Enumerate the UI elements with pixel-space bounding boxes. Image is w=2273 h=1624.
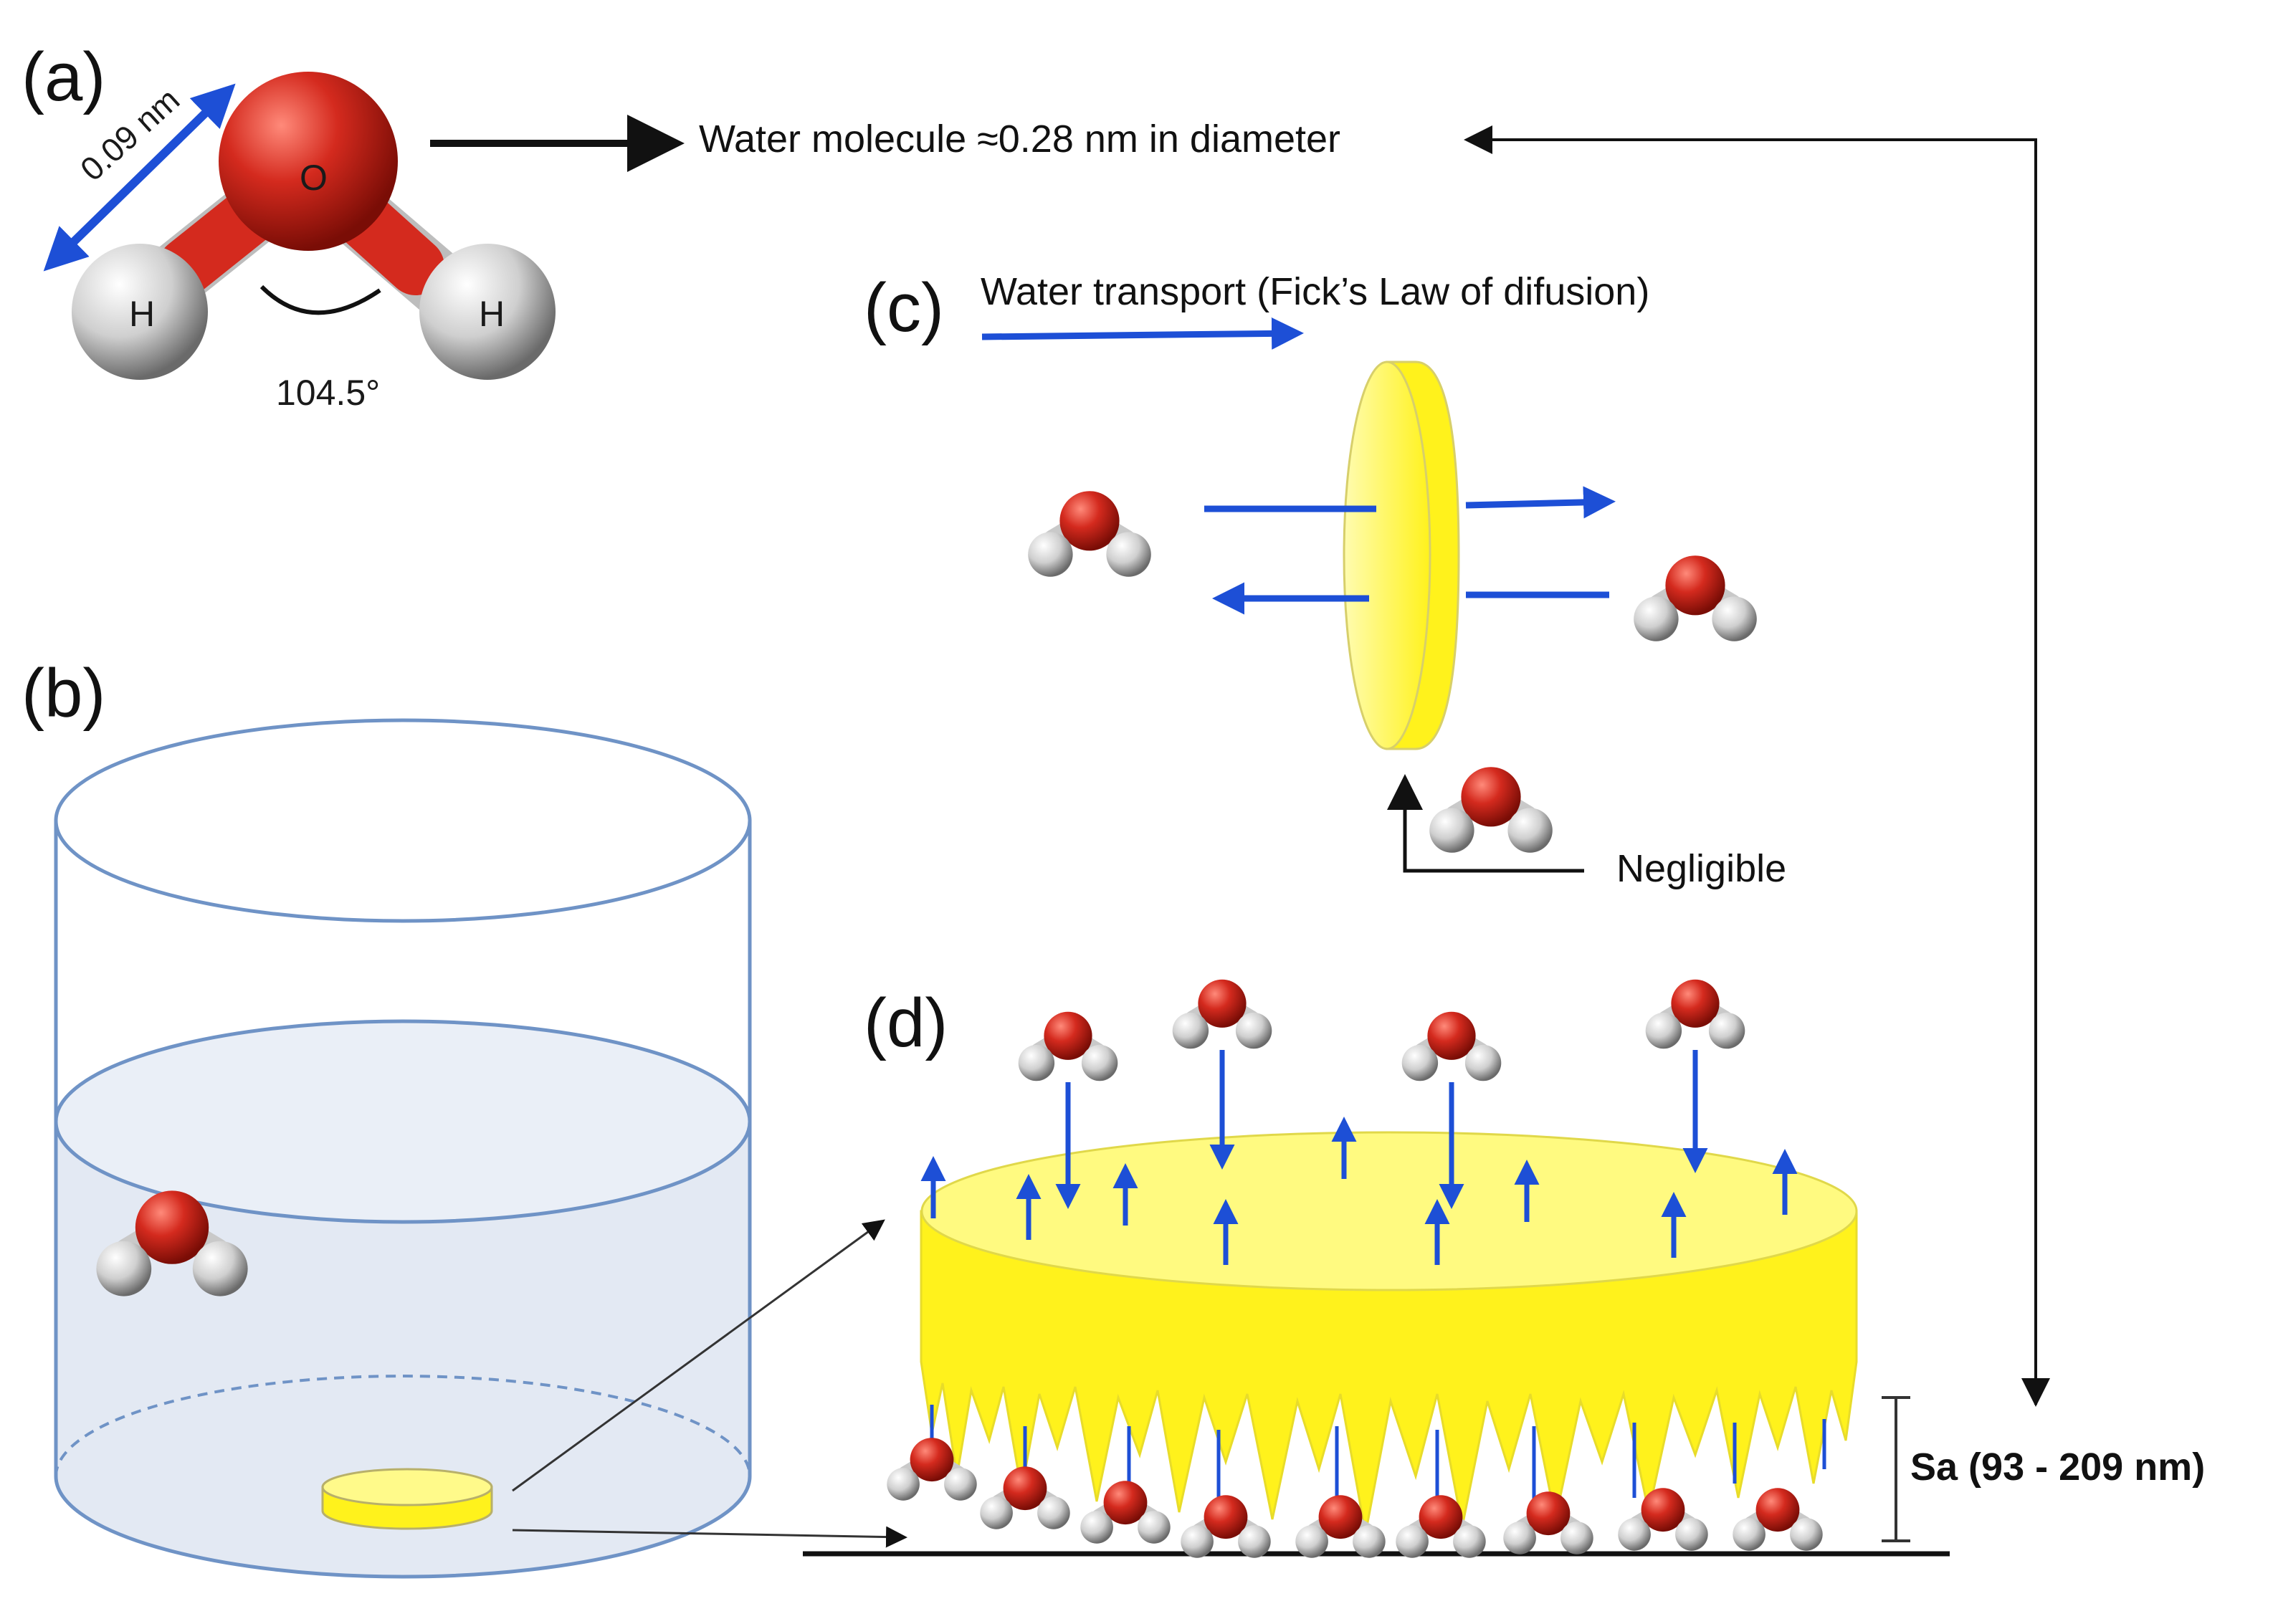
bond-length-arrow xyxy=(43,83,236,272)
absorption-arrows xyxy=(1055,1050,1708,1209)
bond-angle-label: 104.5° xyxy=(276,373,380,413)
membrane-disk xyxy=(1343,360,1460,750)
negligible-corner-arrow xyxy=(1387,774,1584,873)
roughness-label: Sa (93 - 209 nm) xyxy=(1910,1446,2205,1489)
water-molecule-right xyxy=(1634,555,1757,641)
transport-label: Water transport (Fick’s Law of difusion) xyxy=(981,270,1649,313)
connector-line-right xyxy=(1464,125,2037,1405)
water-surface xyxy=(54,1019,752,1224)
desorption-arrows xyxy=(920,1117,1798,1265)
panel-label-b: (b) xyxy=(22,655,105,732)
hydrogen-right-label: H xyxy=(479,294,505,334)
bond-angle-arc xyxy=(259,285,381,315)
panel-label-c: (c) xyxy=(864,269,944,346)
beaker xyxy=(54,718,752,1579)
water-molecules-above-surface xyxy=(1019,980,1745,1081)
panel-label-a: (a) xyxy=(22,39,105,115)
hydrogen-atom-right xyxy=(419,244,556,380)
transport-arrow xyxy=(981,317,1304,350)
oxygen-atom xyxy=(219,72,398,251)
water-molecule-bottom xyxy=(1429,767,1553,853)
rough-sample-disk xyxy=(920,1131,1858,1534)
panel-label-d: (d) xyxy=(864,985,948,1061)
flux-arrow-out xyxy=(1465,486,1616,519)
hydrogen-left-label: H xyxy=(129,294,155,334)
negligible-label: Negligible xyxy=(1616,847,1786,890)
oxygen-label: O xyxy=(300,158,328,198)
zoom-line-bottom xyxy=(512,1526,907,1548)
diameter-label: Water molecule ≈0.28 nm in diameter xyxy=(699,118,1340,161)
zoom-line-top xyxy=(512,1219,885,1492)
roughness-bracket xyxy=(1882,1396,1910,1542)
water-molecule-left xyxy=(1028,491,1151,577)
hydrogen-atom-left xyxy=(72,244,208,380)
beaker-rim xyxy=(54,718,752,923)
pore-water-lines xyxy=(930,1405,1826,1512)
sample-disk-in-beaker xyxy=(321,1468,493,1530)
